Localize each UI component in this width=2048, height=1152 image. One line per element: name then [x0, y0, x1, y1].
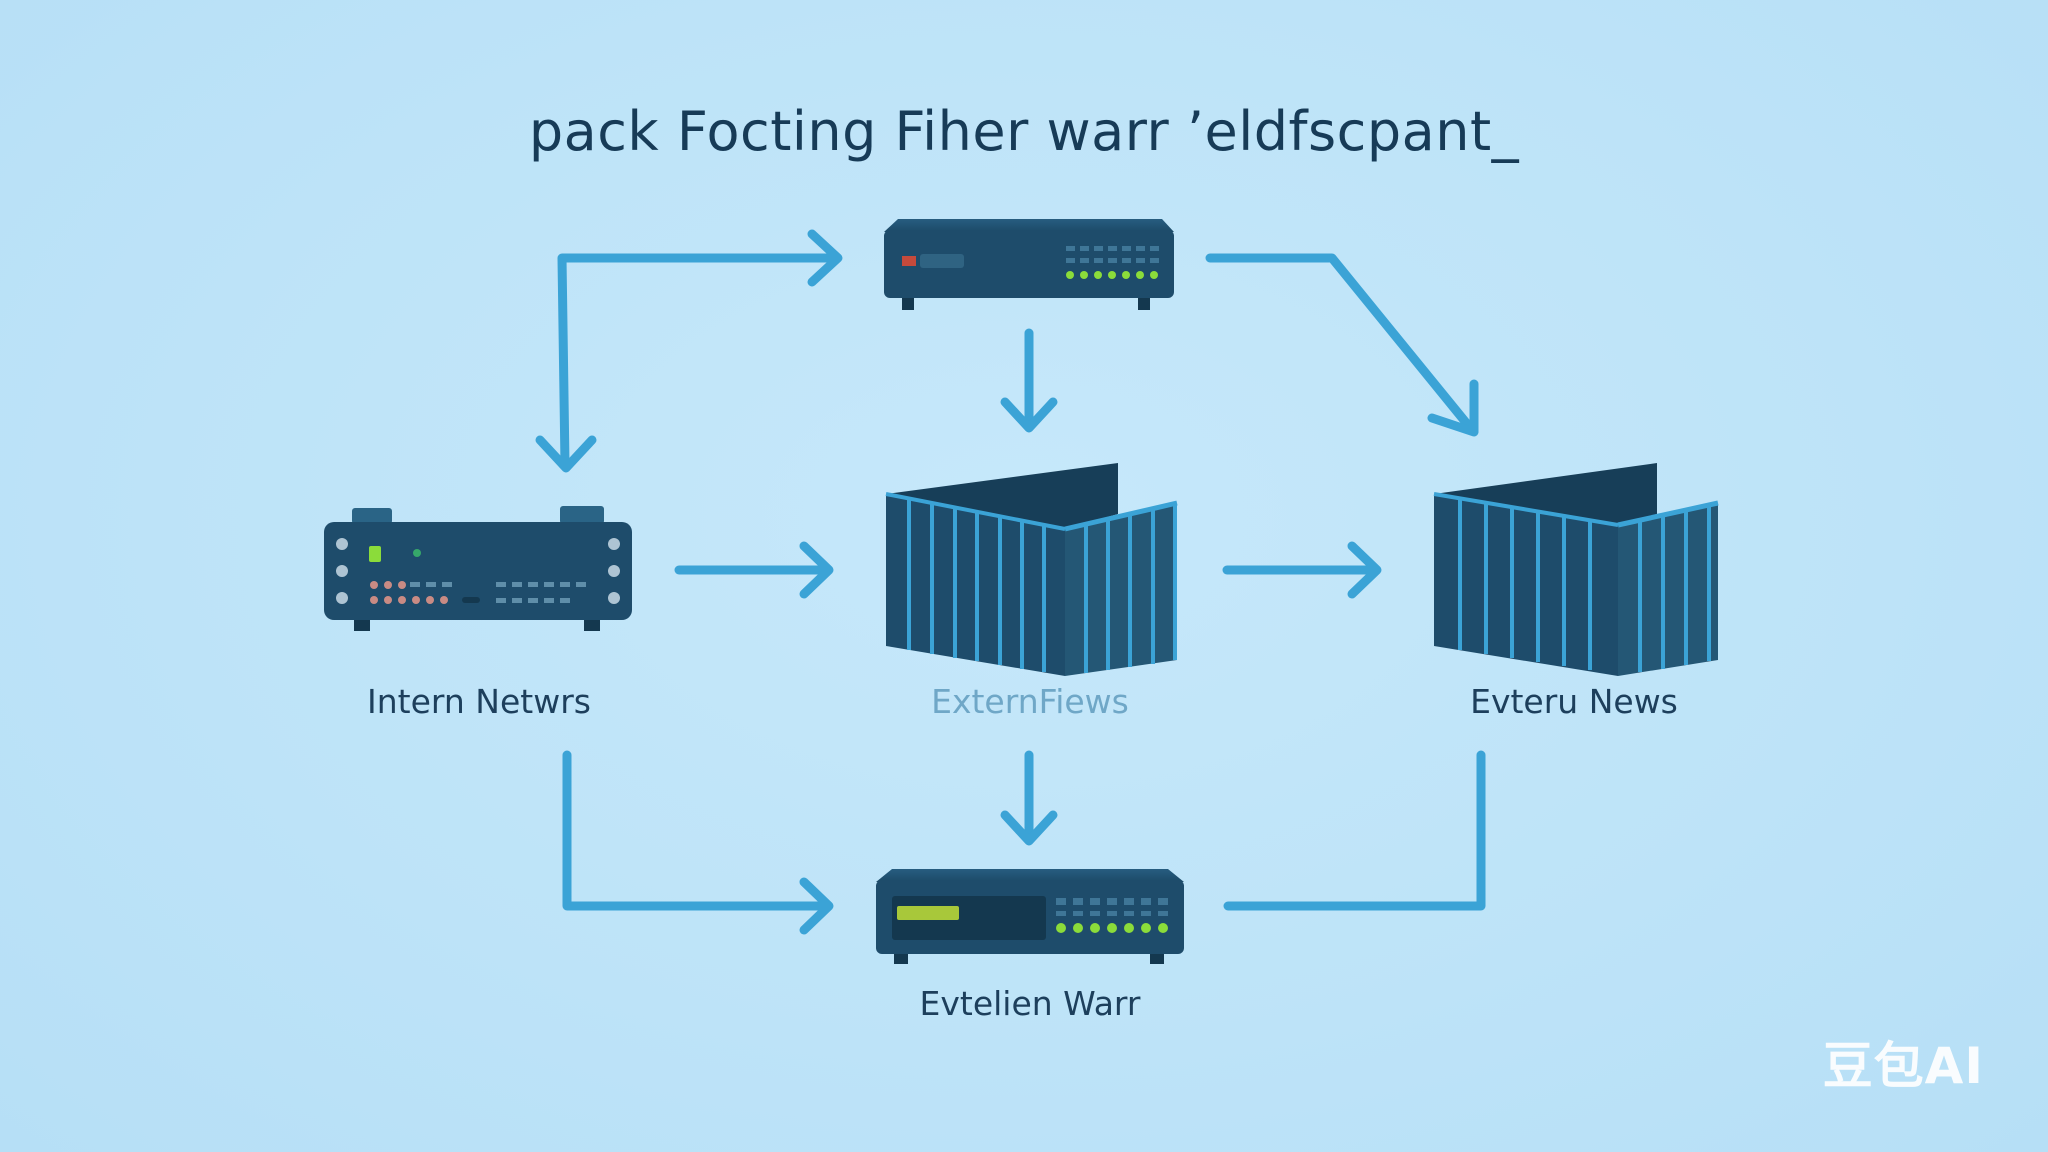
diagram-title: pack Focting Fiher warr ’eldfscpant_ [528, 100, 1520, 163]
arrow-center-to-bottom [1000, 750, 1058, 846]
node-label-evteru: Evteru News [1470, 682, 1678, 721]
arrow-router-to-center [674, 541, 834, 599]
router-icon [324, 506, 632, 631]
watermark: 豆包AI [1822, 1037, 1984, 1095]
server-cabinet-icon [885, 463, 1178, 676]
server-cabinet-icon [1433, 463, 1719, 676]
network-switch-icon [876, 869, 1184, 964]
arrow-top-switch-to-right [1205, 253, 1479, 437]
line-right-to-bottom [1223, 750, 1486, 911]
node-label-extern: ExternFiews [931, 682, 1129, 721]
node-label-intern: Intern Netwrs [367, 682, 591, 721]
arrow-topleft-to-router [535, 253, 841, 473]
network-switch-icon [884, 219, 1174, 310]
arrow-to-top-switch [807, 229, 843, 287]
node-label-bottom: Evtelien Warr [919, 984, 1141, 1023]
arrow-router-to-bottom [562, 750, 834, 935]
arrow-top-switch-to-center [1000, 328, 1058, 433]
arrow-center-to-right [1222, 541, 1382, 599]
